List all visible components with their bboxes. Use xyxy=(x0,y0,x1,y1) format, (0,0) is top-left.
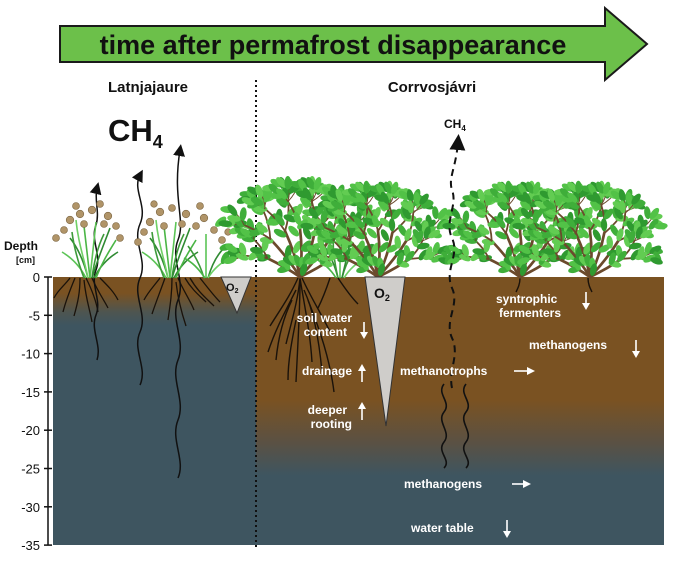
o2-label-right: O2 xyxy=(374,285,390,303)
label-deeper-line1: deeper xyxy=(308,403,348,417)
process-labels: soil water content drainage deeper rooti… xyxy=(297,292,608,535)
ch4-label-large: CH4 xyxy=(108,113,163,152)
label-syntrophic-line1: syntrophic xyxy=(496,292,558,306)
depth-tick-label: -15 xyxy=(21,385,40,400)
label-deeper-line2: rooting xyxy=(311,417,352,431)
depth-tick-label: 0 xyxy=(33,270,40,285)
label-methanogens-lower: methanogens xyxy=(404,477,482,491)
methane-path-left-3 xyxy=(173,144,185,479)
depth-axis-title: Depth xyxy=(4,239,38,253)
site-label-left: Latnjajaure xyxy=(108,79,188,96)
depth-axis-unit: [cm] xyxy=(16,255,35,265)
methane-path-right-dashed xyxy=(448,134,466,389)
depth-tick-label: -25 xyxy=(21,462,40,477)
depth-tick-label: -20 xyxy=(21,423,40,438)
label-drainage: drainage xyxy=(302,364,352,378)
soil-profile-right xyxy=(256,277,664,545)
label-methanotrophs: methanotrophs xyxy=(400,364,488,378)
label-methanogens-upper: methanogens xyxy=(529,338,607,352)
arrow-up-deeper-rooting xyxy=(358,402,366,420)
soil-profile-left xyxy=(53,277,256,545)
shrub-roots-right xyxy=(267,277,593,393)
arrow-down-water-table xyxy=(503,520,511,538)
depth-tick-label: -35 xyxy=(21,538,40,553)
arrow-down-syntrophic xyxy=(582,292,590,310)
depth-tick-label: -5 xyxy=(28,308,40,323)
label-soil-water-line2: content xyxy=(304,325,347,339)
depth-axis: Depth [cm] 0 -5 -10 -15 -20 -25 -30 -35 xyxy=(4,239,52,553)
o2-label-left: O2 xyxy=(226,282,239,295)
arrow-down-soil-water xyxy=(360,322,368,339)
oxygen-wedge-left: O2 xyxy=(220,276,252,315)
shrub-group xyxy=(215,175,668,279)
ch4-large-subscript: 4 xyxy=(153,132,163,152)
trend-arrows xyxy=(358,292,640,538)
timeline-arrow-label: time after permafrost disappearance xyxy=(100,30,567,60)
methanogen-wave-1 xyxy=(440,383,448,469)
label-soil-water-line1: soil water xyxy=(297,311,353,325)
arrow-right-methanogens-lower xyxy=(512,480,531,488)
methane-path-left-1 xyxy=(89,182,102,361)
label-water-table: water table xyxy=(410,521,474,535)
ch4-label-small: CH4 xyxy=(444,117,466,133)
label-syntrophic-line2: fermenters xyxy=(499,306,561,320)
depth-tick-label: -10 xyxy=(21,347,40,362)
sedge-seed-heads-left xyxy=(52,200,232,246)
timeline-arrow: time after permafrost disappearance xyxy=(59,5,649,83)
depth-tick-label: -30 xyxy=(21,500,40,515)
sedge-roots-left xyxy=(53,277,221,327)
methanogen-wave-2 xyxy=(462,383,470,469)
sedge-tuft-left-1 xyxy=(61,219,119,279)
sedge-tuft-left-2 xyxy=(141,219,199,279)
oxygen-wedge-right: O2 xyxy=(364,276,406,427)
methane-path-left-2 xyxy=(131,169,143,386)
arrow-down-methanogens-upper xyxy=(632,340,640,358)
arrow-right-methanotrophs xyxy=(514,367,535,375)
arrow-up-drainage xyxy=(358,364,366,382)
site-label-right: Corrvosjávri xyxy=(388,79,476,96)
shrub-4 xyxy=(509,180,668,279)
